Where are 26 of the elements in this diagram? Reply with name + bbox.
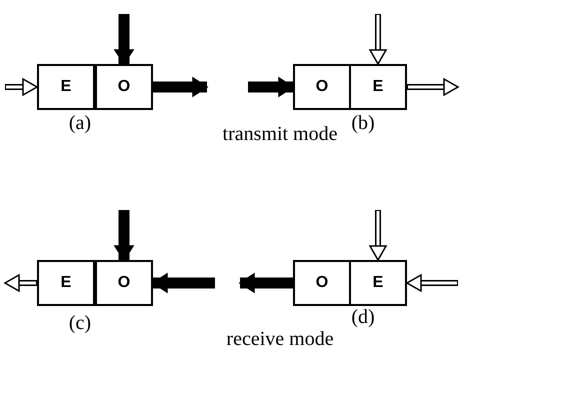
mode-caption: transmit mode xyxy=(222,123,338,146)
module-box: E xyxy=(37,260,95,306)
arrow xyxy=(407,78,459,96)
arrow xyxy=(4,274,37,292)
arrow xyxy=(369,14,387,65)
arrow xyxy=(239,273,293,293)
module-box: E xyxy=(37,64,95,110)
module-box: O xyxy=(95,64,153,110)
panel-label: (c) xyxy=(68,312,92,335)
arrow xyxy=(406,274,458,292)
arrow xyxy=(248,77,294,97)
arrow xyxy=(369,210,387,261)
arrow xyxy=(114,14,134,65)
arrow xyxy=(152,273,215,293)
arrow xyxy=(114,210,134,261)
panel-label: (d) xyxy=(351,306,375,329)
panel-label: (a) xyxy=(68,112,92,135)
module-box: E xyxy=(349,64,407,110)
module-box: O xyxy=(293,64,351,110)
arrow xyxy=(153,77,208,97)
mode-caption: receive mode xyxy=(226,328,334,351)
panel-label: (b) xyxy=(351,112,375,135)
arrow xyxy=(5,78,38,96)
module-box: O xyxy=(293,260,351,306)
module-box: O xyxy=(95,260,153,306)
module-box: E xyxy=(349,260,407,306)
